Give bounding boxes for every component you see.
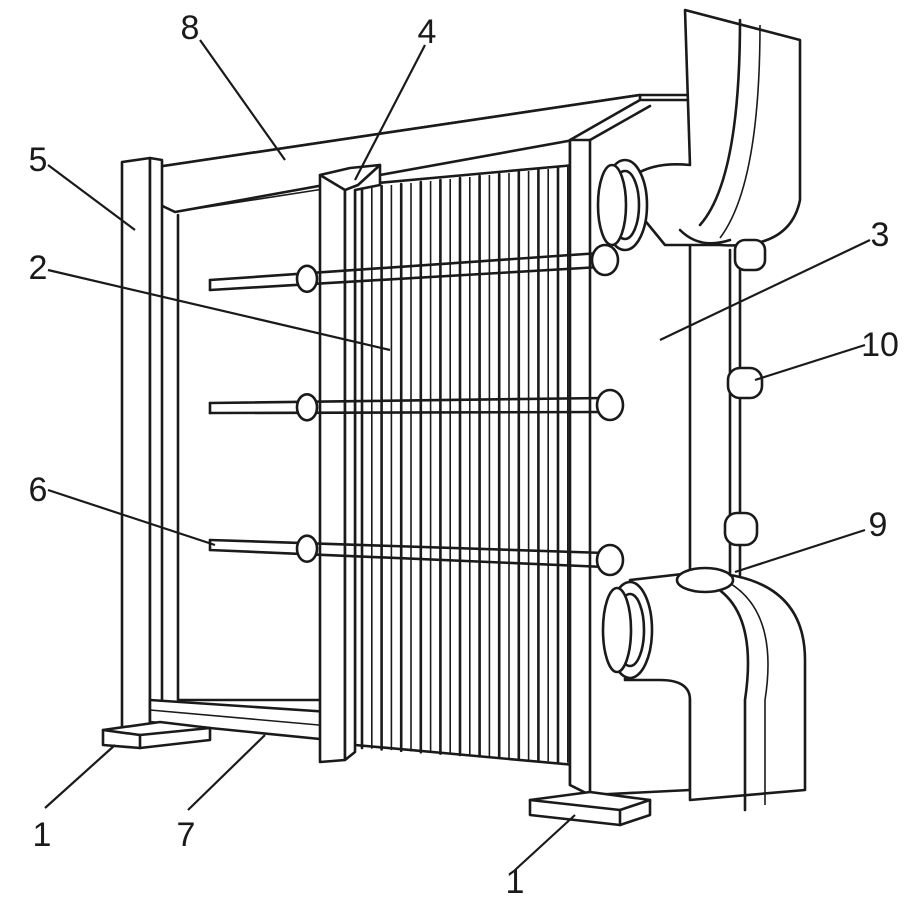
tie-bolt: [208, 534, 625, 577]
tie-bolts: [208, 243, 625, 577]
callout-10: 10: [861, 326, 899, 364]
lower-pipe: [601, 566, 807, 812]
callout-9: 9: [868, 506, 888, 544]
tie-bolt: [208, 388, 625, 422]
leader-lines: [44, 39, 871, 871]
callout-5: 5: [28, 141, 48, 179]
tie-bolt: [208, 243, 620, 294]
callout-1-right: 1: [505, 863, 525, 901]
callout-8: 8: [180, 9, 200, 47]
frame-column: [120, 156, 164, 747]
plate-pack: [353, 163, 577, 767]
pressure-plate: [318, 163, 382, 764]
callout-2: 2: [28, 249, 48, 287]
callout-4: 4: [417, 13, 437, 51]
callout-3: 3: [870, 216, 890, 254]
callout-6: 6: [28, 471, 48, 509]
foot-left: [101, 720, 212, 750]
callout-1-left: 1: [32, 816, 52, 854]
side-rod: [723, 238, 767, 577]
callout-7: 7: [176, 816, 196, 854]
upper-pipe: [596, 8, 802, 252]
foot-right: [528, 790, 652, 827]
rear-frame-plate: [176, 213, 322, 702]
